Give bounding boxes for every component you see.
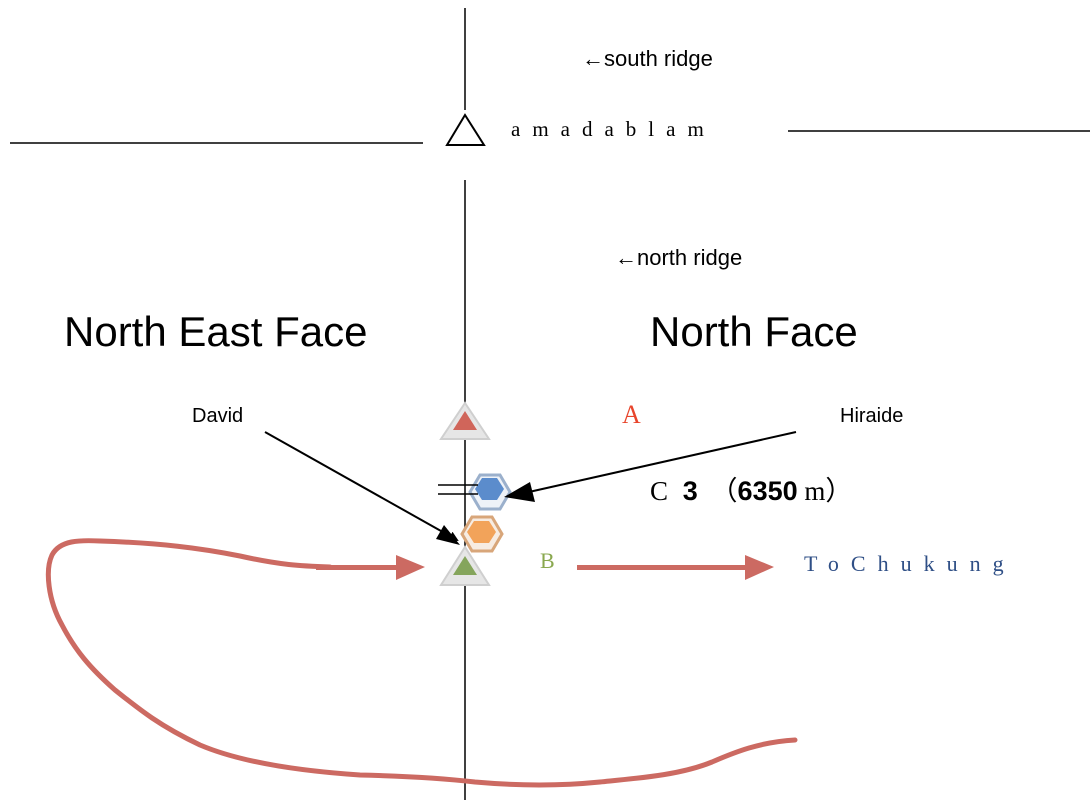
summit-triangle-icon [445,113,486,146]
north-east-face-label: North East Face [64,308,368,355]
camp-number: 3 [682,476,698,506]
north-face-label: North Face [650,308,858,355]
route-arrow-right-shaft [577,565,747,570]
orange-hexagon-icon [467,521,496,543]
david-arrowhead [436,525,460,545]
blue-hexagon-icon [475,478,504,500]
camp-altitude-unit: m） [804,476,853,506]
north-ridge-label: ←north ridge [615,245,743,270]
route-arrow-left-shaft [316,565,398,570]
camp-label: C 3 （6350 m） [650,478,852,505]
hiraide-pointer-arrow [519,431,797,495]
hiraide-label: Hiraide [840,405,904,427]
point-b-label: B [540,548,555,573]
route-arrow-left-head [396,555,425,580]
point-b-triangle-icon [453,556,477,575]
david-label: David [192,405,244,427]
hiraide-arrowhead [504,482,535,502]
camp-altitude-value: 6350 [737,476,798,506]
camp-altitude-open: （ [710,476,738,506]
point-a-triangle-icon [453,411,477,430]
point-a-label: A [622,400,641,429]
summit-name-label: amadablam [511,117,716,141]
to-chukung-label: ToChukung [804,551,1016,576]
approach-route-path [45,538,798,788]
david-pointer-arrow [264,431,459,541]
camp-letter: C [650,476,669,506]
route-arrow-right-head [745,555,774,580]
south-ridge-label: ←south ridge [582,46,713,71]
